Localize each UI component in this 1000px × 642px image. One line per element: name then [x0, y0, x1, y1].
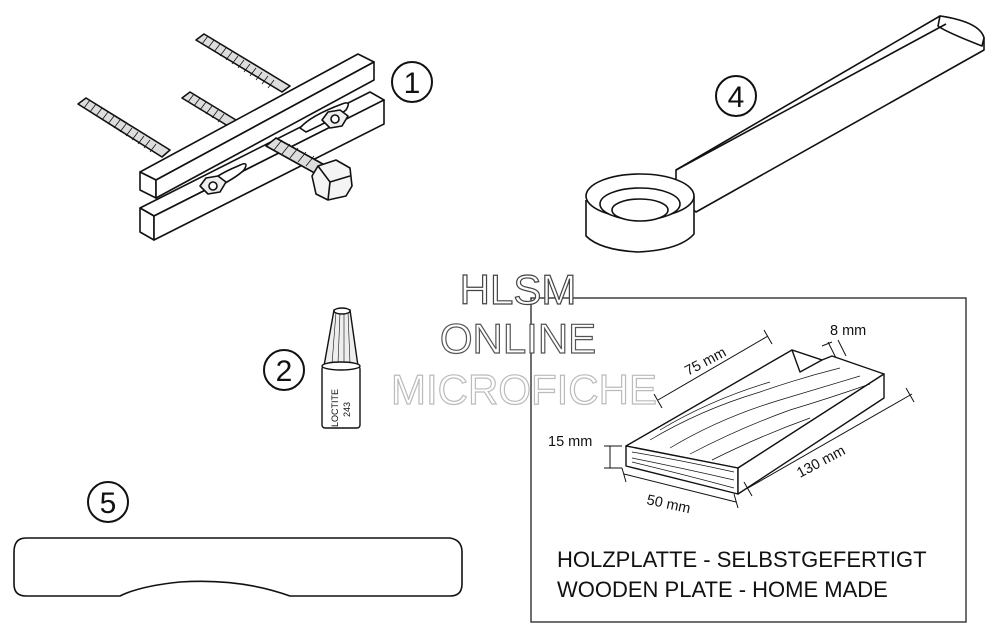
dim-width: 50 mm [645, 492, 692, 517]
callout-5: 5 [87, 481, 129, 523]
nut-right [321, 109, 349, 129]
callout-1-label: 1 [404, 67, 421, 100]
dim-length: 75 mm [682, 345, 729, 380]
callout-1: 1 [391, 61, 433, 103]
watermark-line1: HLSM [460, 266, 577, 313]
watermark-line2: ONLINE [440, 315, 596, 362]
dim-slot: 8 mm [830, 323, 866, 339]
threaded-rod-top [195, 33, 291, 93]
watermark: HLSM ONLINE MICROFICHE [390, 265, 657, 413]
loctite-bottle [321, 307, 361, 429]
spanner-tool [585, 15, 985, 253]
pressure-bolt [265, 137, 353, 201]
loctite-brand: LOCTITE [330, 389, 340, 427]
threaded-rod-middle [181, 91, 237, 127]
callout-4-label: 4 [728, 81, 745, 114]
dim-height: 15 mm [548, 434, 592, 450]
caption-german: HOLZPLATTE - SELBSTGEFERTIGT [557, 547, 927, 572]
nut-left [199, 175, 227, 195]
puller-tool [77, 33, 385, 241]
callout-2-label: 2 [276, 355, 293, 388]
callout-5-label: 5 [100, 487, 117, 520]
wooden-plate-drawing [625, 349, 885, 495]
watermark-line3: MICROFICHE [391, 366, 657, 413]
loctite-label: LOCTITE 243 [330, 389, 352, 427]
plate-part [13, 537, 463, 597]
callout-2: 2 [263, 349, 305, 391]
loctite-number: 243 [342, 402, 352, 417]
caption-english: WOODEN PLATE - HOME MADE [557, 577, 888, 602]
dimension-lines [604, 329, 915, 509]
callout-4: 4 [715, 75, 757, 117]
threaded-rod-left [77, 97, 171, 158]
wooden-plate-frame [530, 297, 967, 623]
